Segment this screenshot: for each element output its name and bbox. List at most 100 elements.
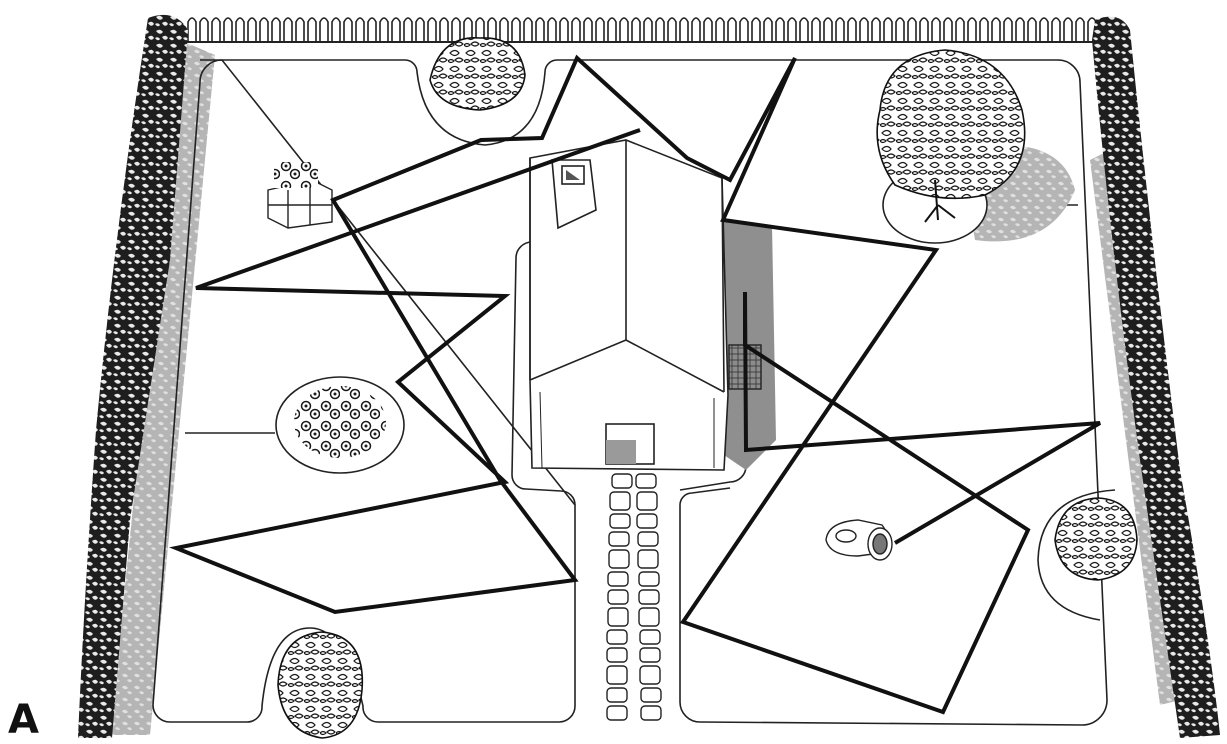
- stepping-stone: [608, 572, 628, 586]
- fence-picket: [872, 18, 880, 42]
- stepping-stone: [640, 630, 660, 644]
- fence-picket: [380, 18, 388, 42]
- fence-picket: [332, 18, 340, 42]
- fence-picket: [416, 18, 424, 42]
- flower-icon: [276, 377, 404, 473]
- fence-picket: [752, 18, 760, 42]
- fence-picket: [668, 18, 676, 42]
- stepping-stone: [609, 550, 629, 568]
- fence-picket: [560, 18, 568, 42]
- stepping-stone: [640, 648, 660, 662]
- fence-picket: [992, 18, 1000, 42]
- planter-box-icon: [268, 162, 332, 228]
- fence-picket: [776, 18, 784, 42]
- fence-picket: [800, 18, 808, 42]
- fence-picket: [896, 18, 904, 42]
- stepping-stone: [608, 608, 628, 626]
- bush-icon: [278, 632, 362, 738]
- fence-picket: [1064, 18, 1072, 42]
- fence-picket: [860, 18, 868, 42]
- fence-picket: [260, 18, 268, 42]
- fence-picket: [956, 18, 964, 42]
- stepping-stone: [607, 648, 627, 662]
- fence-picket: [968, 18, 976, 42]
- fence-picket: [596, 18, 604, 42]
- stepping-stone: [612, 474, 632, 488]
- figure-label: A: [8, 700, 39, 740]
- fence-picket: [440, 18, 448, 42]
- fence-picket: [788, 18, 796, 42]
- stepping-stone: [636, 474, 656, 488]
- fence-picket: [1052, 18, 1060, 42]
- stepping-stone: [607, 630, 627, 644]
- fence-picket: [248, 18, 256, 42]
- stepping-stone: [610, 492, 630, 510]
- fence-picket: [764, 18, 772, 42]
- fence-picket: [428, 18, 436, 42]
- fence-picket: [1028, 18, 1036, 42]
- fence-picket: [920, 18, 928, 42]
- fence-picket: [272, 18, 280, 42]
- fence-picket: [692, 18, 700, 42]
- fence-picket: [980, 18, 988, 42]
- fence-picket: [236, 18, 244, 42]
- bush-icon: [1055, 498, 1137, 580]
- fence-picket: [836, 18, 844, 42]
- fence-picket: [356, 18, 364, 42]
- stepping-stone: [607, 666, 627, 684]
- fence-picket: [536, 18, 544, 42]
- fence-picket: [620, 18, 628, 42]
- stepping-stone: [637, 514, 657, 528]
- tree-icon: [877, 50, 1075, 243]
- stepping-stone: [641, 706, 661, 720]
- fence-picket: [524, 18, 532, 42]
- fence-picket: [1016, 18, 1024, 42]
- house-shadow: [724, 218, 776, 470]
- fence-picket: [908, 18, 916, 42]
- fence-picket: [584, 18, 592, 42]
- fence-picket: [644, 18, 652, 42]
- stepping-stone: [639, 608, 659, 626]
- stepping-stone: [607, 706, 627, 720]
- fence-picket: [320, 18, 328, 42]
- fence-picket: [512, 18, 520, 42]
- stepping-stone: [637, 492, 657, 510]
- stepping-stone: [639, 572, 659, 586]
- fence-picket: [848, 18, 856, 42]
- fence-picket: [740, 18, 748, 42]
- stepping-stone: [639, 590, 659, 604]
- fence-picket: [188, 18, 196, 42]
- fence-picket: [452, 18, 460, 42]
- fence-picket: [656, 18, 664, 42]
- fence-picket: [884, 18, 892, 42]
- fence-picket: [344, 18, 352, 42]
- fence-picket: [932, 18, 940, 42]
- stepping-stones: [607, 474, 661, 720]
- fence-picket: [680, 18, 688, 42]
- fence-picket: [500, 18, 508, 42]
- fence-picket: [284, 18, 292, 42]
- fence-picket: [812, 18, 820, 42]
- fence-picket: [392, 18, 400, 42]
- fence-picket: [548, 18, 556, 42]
- stepping-stone: [607, 688, 627, 702]
- fence-picket: [824, 18, 832, 42]
- fence-picket: [224, 18, 232, 42]
- stepping-stone: [638, 532, 658, 546]
- fence-picket: [368, 18, 376, 42]
- bush-icon: [430, 38, 525, 110]
- fence-picket: [212, 18, 220, 42]
- fence-picket: [716, 18, 724, 42]
- fence-picket: [608, 18, 616, 42]
- stepping-stone: [640, 666, 660, 684]
- fence-picket: [1076, 18, 1084, 42]
- stepping-stone: [641, 688, 661, 702]
- fence-picket: [1040, 18, 1048, 42]
- fence-picket: [296, 18, 304, 42]
- stepping-stone: [609, 532, 629, 546]
- stepping-stone: [638, 550, 658, 568]
- fence-picket: [1004, 18, 1012, 42]
- fence-picket: [632, 18, 640, 42]
- fence-picket: [404, 18, 412, 42]
